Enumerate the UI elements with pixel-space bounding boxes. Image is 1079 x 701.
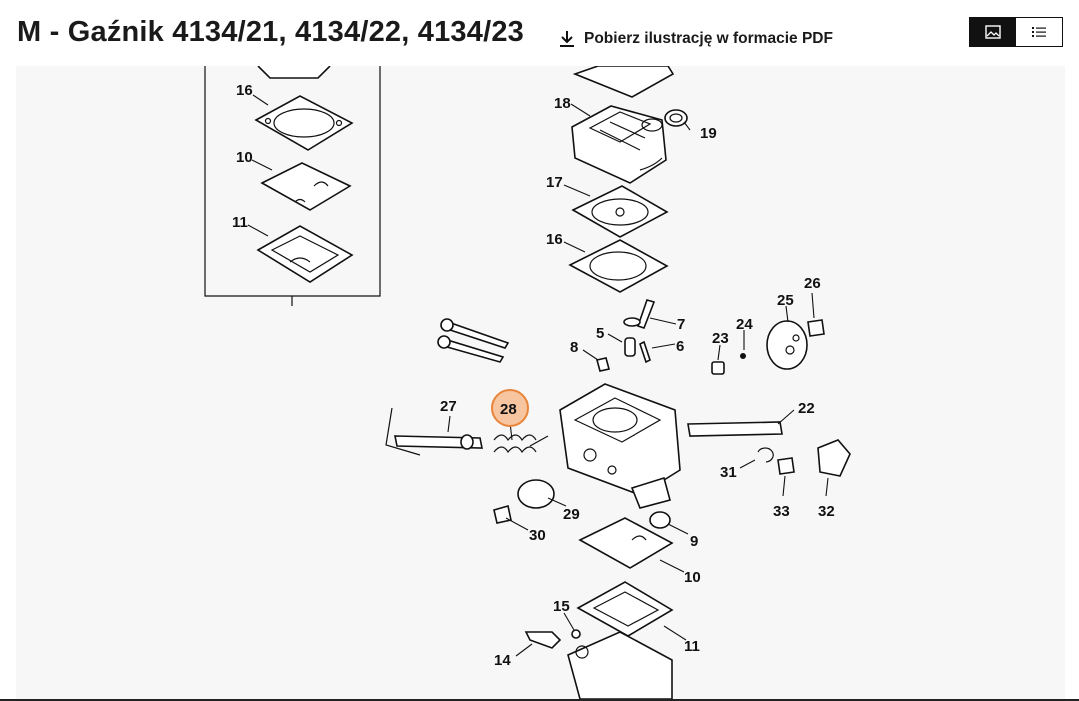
label-22: 22 xyxy=(798,400,815,417)
label-29: 29 xyxy=(563,506,580,523)
label-31: 31 xyxy=(720,464,737,481)
choke-lever-32 xyxy=(817,439,851,477)
strainer-9 xyxy=(649,511,671,529)
o-ring-19 xyxy=(664,109,688,127)
label-11: 11 xyxy=(684,638,700,655)
part-labels: 16 10 11 18 19 17 16 7 5 6 8 23 24 25 26… xyxy=(232,82,835,669)
ball-24 xyxy=(740,353,746,359)
spring-5 xyxy=(624,337,636,357)
label-19: 19 xyxy=(700,125,717,142)
bottom-border xyxy=(0,699,1079,701)
label-14: 14 xyxy=(494,652,511,669)
download-pdf-label: Pobierz ilustrację w formacie PDF xyxy=(584,30,833,47)
label-16: 16 xyxy=(546,231,563,248)
needle-6 xyxy=(639,340,651,364)
label-11-inset: 11 xyxy=(232,214,248,231)
parts-diagram[interactable]: 16 10 11 18 19 17 16 7 5 6 8 23 24 25 26… xyxy=(16,66,1065,699)
screw-30 xyxy=(493,504,512,524)
label-15: 15 xyxy=(553,598,570,615)
adjusting-screws xyxy=(437,318,510,363)
pin-15 xyxy=(571,629,581,639)
list-icon xyxy=(1032,27,1046,37)
label-24: 24 xyxy=(736,316,753,333)
clip-31 xyxy=(757,447,774,463)
label-28: 28 xyxy=(500,401,517,418)
cam-25 xyxy=(766,320,808,370)
inset-gasket-11 xyxy=(256,225,354,283)
label-7: 7 xyxy=(677,316,685,333)
gasket-11 xyxy=(576,581,674,637)
page-header: M - Gaźnik 4134/21, 4134/22, 4134/23 Pob… xyxy=(0,0,1079,66)
gasket-16 xyxy=(568,239,669,293)
image-icon xyxy=(985,25,1001,39)
carburetor-top-18 xyxy=(571,105,667,184)
label-10-inset: 10 xyxy=(236,149,253,166)
list-view-button[interactable] xyxy=(1016,18,1062,46)
image-view-button[interactable] xyxy=(970,18,1016,46)
label-23: 23 xyxy=(712,330,729,347)
spring-28 xyxy=(493,434,549,454)
label-5: 5 xyxy=(596,325,604,342)
inlet-needle-14 xyxy=(524,631,562,649)
label-32: 32 xyxy=(818,503,835,520)
label-8: 8 xyxy=(570,339,578,356)
label-33: 33 xyxy=(773,503,790,520)
download-icon xyxy=(560,31,574,47)
throttle-plate-29 xyxy=(517,479,555,509)
metering-cover xyxy=(567,631,673,699)
label-6: 6 xyxy=(676,338,684,355)
carburetor-body xyxy=(559,383,681,509)
spring-23 xyxy=(711,361,725,375)
label-25: 25 xyxy=(777,292,794,309)
label-10: 10 xyxy=(684,569,701,586)
screw-26 xyxy=(807,319,825,337)
pump-diaphragm-17 xyxy=(571,185,669,238)
view-toggle xyxy=(969,17,1063,47)
choke-shaft-22 xyxy=(687,421,783,437)
screw-8 xyxy=(596,357,610,372)
label-27: 27 xyxy=(440,398,457,415)
label-30: 30 xyxy=(529,527,546,544)
pin-7 xyxy=(636,299,656,330)
screw-33 xyxy=(777,457,795,475)
exploded-view-drawing: 16 10 11 18 19 17 16 7 5 6 8 23 24 25 26… xyxy=(204,66,851,699)
label-26: 26 xyxy=(804,275,821,292)
label-18: 18 xyxy=(554,95,571,112)
diaphragm-10 xyxy=(578,517,674,569)
throttle-shaft-27 xyxy=(385,407,483,456)
label-16-inset: 16 xyxy=(236,82,253,99)
label-9: 9 xyxy=(690,533,698,550)
inset-gasket-16 xyxy=(254,95,354,151)
highlighted-part-28[interactable]: 28 xyxy=(491,389,529,427)
page-title: M - Gaźnik 4134/21, 4134/22, 4134/23 xyxy=(17,16,524,48)
top-cover xyxy=(572,66,675,98)
inset-box xyxy=(204,66,381,306)
download-pdf-link[interactable]: Pobierz ilustrację w formacie PDF xyxy=(558,30,833,48)
inset-diaphragm-10 xyxy=(260,162,352,211)
label-17: 17 xyxy=(546,174,563,191)
